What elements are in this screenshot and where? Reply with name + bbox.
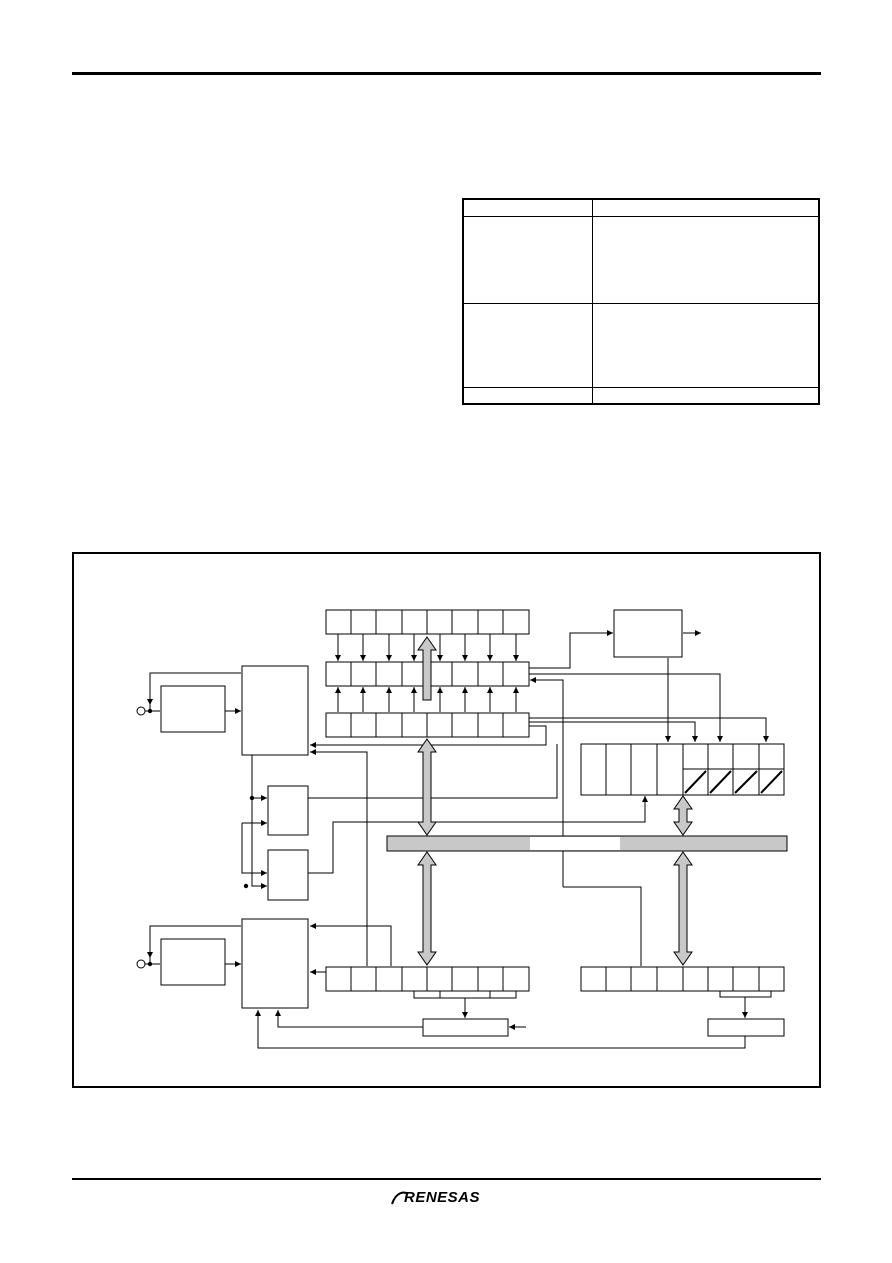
bottom-left-decoder xyxy=(422,1018,509,1037)
top-register xyxy=(325,609,530,635)
input-pin-top xyxy=(136,706,146,716)
bottom-left-register xyxy=(325,966,530,992)
internal-data-bus xyxy=(386,835,788,852)
bottom-right-decoder xyxy=(707,1018,785,1037)
bottom-right-register-wire xyxy=(563,886,642,966)
table-row-divider xyxy=(464,303,818,304)
lower-to-right-register-wire xyxy=(529,721,698,742)
table-row-divider xyxy=(464,387,818,388)
renesas-logo-swoosh xyxy=(391,1191,409,1205)
header-rule xyxy=(72,72,821,75)
bottom-right-register xyxy=(580,966,785,992)
brand-logo: RENESAS xyxy=(404,1189,481,1206)
lower-to-right-register-wire xyxy=(529,717,769,742)
bus-arrows xyxy=(417,636,693,966)
small-block-lower xyxy=(267,849,309,901)
control-block-top xyxy=(241,665,309,756)
small-block-upper xyxy=(267,785,309,836)
block-diagram-frame xyxy=(72,552,821,1088)
feedback-wire xyxy=(530,677,564,887)
output-block xyxy=(613,609,683,658)
footer-rule xyxy=(72,1178,821,1180)
top-to-middle-arrows xyxy=(335,634,519,661)
middle-to-right-register-wire xyxy=(529,673,723,742)
lower-to-middle-arrows xyxy=(335,687,519,712)
control-block-bottom xyxy=(241,918,309,1009)
clock-block-top xyxy=(160,685,226,733)
spec-table xyxy=(462,198,820,405)
clock-block-bottom xyxy=(160,938,226,986)
table-column-divider xyxy=(592,200,593,403)
lower-register xyxy=(325,712,530,738)
table-header-divider xyxy=(464,216,818,217)
input-pin-bottom xyxy=(136,959,146,969)
right-register xyxy=(580,743,785,796)
middle-to-output-wire xyxy=(529,630,613,669)
